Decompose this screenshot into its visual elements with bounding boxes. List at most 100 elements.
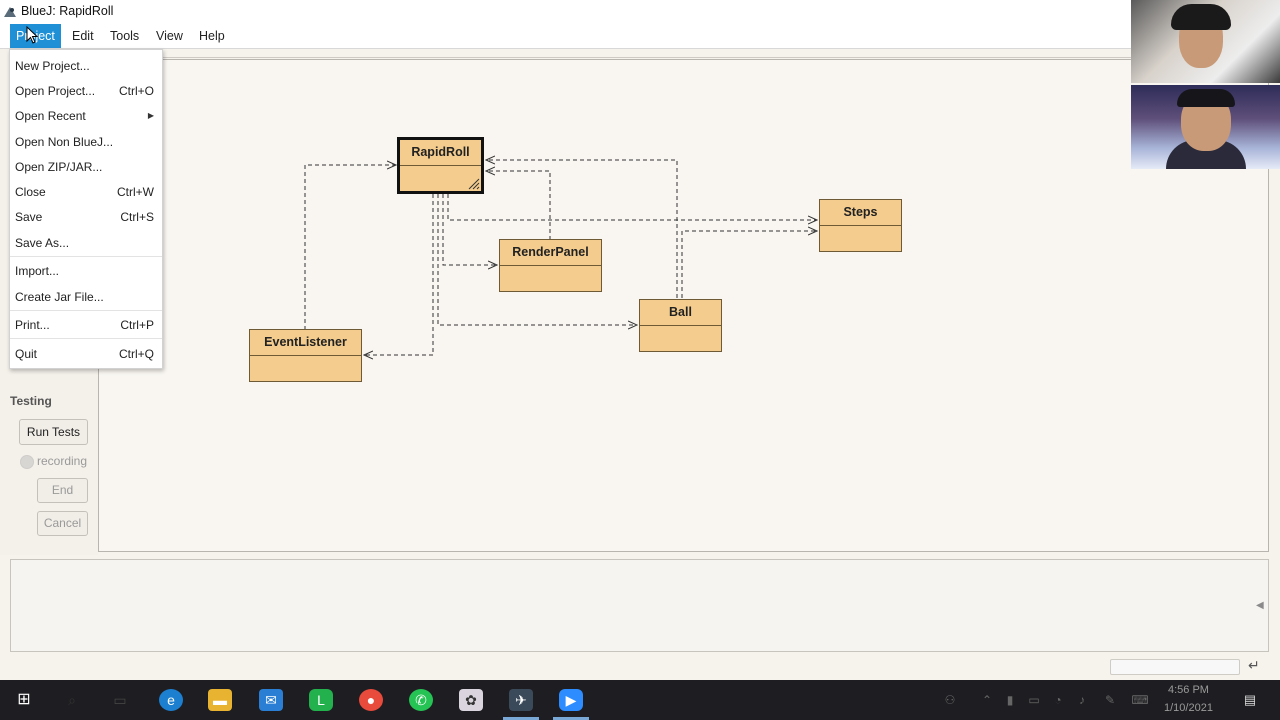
menu-save[interactable]: Save Ctrl+S xyxy=(15,207,158,227)
bluej-app-icon xyxy=(4,7,16,17)
chevron-up-icon[interactable]: ⌃ xyxy=(981,693,993,707)
class-name: EventListener xyxy=(250,330,361,356)
dependency-arrows xyxy=(304,0,1280,560)
end-button[interactable]: End xyxy=(37,478,88,503)
active-app-indicator xyxy=(503,717,539,720)
participant-hair xyxy=(1171,4,1231,30)
class-name: RenderPanel xyxy=(500,240,601,266)
menu-item-label: Open ZIP/JAR... xyxy=(15,160,103,174)
arrow-rapidroll-to-ball xyxy=(437,194,637,325)
menu-item-label: Open Non BlueJ... xyxy=(15,135,114,149)
clock-date[interactable]: 1/10/2021 xyxy=(1164,702,1213,714)
clock-time[interactable]: 4:56 PM xyxy=(1168,684,1209,696)
menu-item-label: Save xyxy=(15,210,43,224)
menu-item-label: Quit xyxy=(15,347,38,361)
menu-item-label: Save As... xyxy=(15,236,70,250)
class-renderpanel[interactable]: RenderPanel xyxy=(499,239,602,292)
menu-shortcut: Ctrl+P xyxy=(120,318,154,332)
menu-item-label: Open Recent xyxy=(15,109,86,123)
class-name: Ball xyxy=(640,300,721,326)
menu-item-label: Close xyxy=(15,185,46,199)
class-steps[interactable]: Steps xyxy=(819,199,902,252)
menu-print[interactable]: Print... Ctrl+P xyxy=(15,315,158,335)
terminal-panel[interactable] xyxy=(10,559,1269,652)
bluej-taskbar-icon[interactable]: ✈ xyxy=(509,689,533,711)
class-ball[interactable]: Ball xyxy=(639,299,722,352)
arrow-renderpanel-to-rapidroll xyxy=(486,171,551,240)
menu-import[interactable]: Import... xyxy=(15,261,158,281)
anime-app-icon[interactable]: ✿ xyxy=(459,689,483,711)
menu-shortcut: Ctrl+Q xyxy=(118,347,154,361)
line-app-icon[interactable]: L xyxy=(309,689,333,711)
menu-open-zip-jar[interactable]: Open ZIP/JAR... xyxy=(15,157,158,177)
arrow-rapidroll-to-renderpanel xyxy=(442,194,497,265)
menu-item-label: Open Project... xyxy=(15,84,96,98)
class-name: Steps xyxy=(820,200,901,226)
status-scrollbar[interactable] xyxy=(1110,659,1240,675)
diagram-top-divider xyxy=(98,57,1270,58)
keyboard-icon[interactable]: ⌨ xyxy=(1131,693,1149,707)
menu-create-jar[interactable]: Create Jar File... xyxy=(15,287,158,307)
menu-save-as[interactable]: Save As... xyxy=(15,233,158,253)
menu-item-label: Print... xyxy=(15,318,50,332)
mouse-cursor-icon xyxy=(26,26,38,44)
menu-close[interactable]: Close Ctrl+W xyxy=(15,182,158,202)
volume-icon[interactable]: ♪ xyxy=(1079,693,1085,707)
search-icon[interactable]: ⌕ xyxy=(68,692,76,708)
menu-open-recent[interactable]: Open Recent ▶ xyxy=(15,106,158,126)
class-name: RapidRoll xyxy=(400,140,481,166)
wrap-arrow-icon[interactable]: ↵ xyxy=(1248,657,1260,673)
webcam-video-1 xyxy=(1131,0,1280,83)
menu-help[interactable]: Help xyxy=(199,29,225,43)
webcam-video-2 xyxy=(1131,85,1280,169)
task-view-icon[interactable]: ▭ xyxy=(113,692,127,708)
arrow-rapidroll-to-steps xyxy=(447,194,817,220)
testing-label: Testing xyxy=(10,394,52,408)
network-icon[interactable]: ▭ xyxy=(1028,693,1040,707)
run-tests-button[interactable]: Run Tests xyxy=(19,419,88,445)
collapse-left-icon[interactable]: ◀ xyxy=(1256,600,1264,611)
menu-separator xyxy=(10,310,162,311)
pen-icon[interactable]: ✎ xyxy=(1104,693,1116,707)
menu-shortcut: Ctrl+W xyxy=(117,185,154,199)
menu-tools[interactable]: Tools xyxy=(110,29,140,43)
menu-item-label: Create Jar File... xyxy=(15,290,104,304)
battery-icon[interactable]: ▮ xyxy=(1006,693,1014,707)
file-explorer-icon[interactable]: ▬ xyxy=(208,689,232,711)
whatsapp-icon[interactable]: ✆ xyxy=(409,689,433,711)
project-menu-dropdown: New Project... Open Project... Ctrl+O Ope… xyxy=(9,49,163,369)
mail-icon[interactable]: ✉ xyxy=(259,689,283,711)
menu-open-project[interactable]: Open Project... Ctrl+O xyxy=(15,81,158,101)
class-rapidroll[interactable]: RapidRoll xyxy=(397,137,484,194)
arrow-ball-to-rapidroll xyxy=(486,160,678,298)
menu-item-label: New Project... xyxy=(15,59,90,73)
menu-new-project[interactable]: New Project... xyxy=(15,56,158,76)
resize-handle-icon[interactable] xyxy=(466,178,480,190)
recording-label: recording xyxy=(37,454,88,468)
menu-edit[interactable]: Edit xyxy=(72,29,94,43)
notification-icon[interactable]: ▤ xyxy=(1243,692,1257,707)
menu-separator xyxy=(10,338,162,339)
edge-browser-icon[interactable]: e xyxy=(159,689,183,711)
menu-shortcut: Ctrl+O xyxy=(118,84,154,98)
menu-separator xyxy=(10,256,162,257)
class-eventlistener[interactable]: EventListener xyxy=(249,329,362,382)
menu-item-label: Import... xyxy=(15,264,60,278)
zoom-app-icon[interactable]: ▶ xyxy=(559,689,583,711)
menu-shortcut: Ctrl+S xyxy=(120,210,154,224)
people-icon[interactable]: ⚇ xyxy=(944,693,956,707)
menu-view[interactable]: View xyxy=(156,29,183,43)
menu-quit[interactable]: Quit Ctrl+Q xyxy=(15,344,158,364)
chrome-icon[interactable]: ● xyxy=(359,689,383,711)
title-bar xyxy=(0,0,1280,24)
windows-start-icon[interactable]: ⊞ xyxy=(17,691,31,708)
menu-open-non-bluej[interactable]: Open Non BlueJ... xyxy=(15,132,158,152)
arrow-eventlistener-to-rapidroll xyxy=(304,165,396,330)
active-app-indicator xyxy=(553,717,589,720)
window-title: BlueJ: RapidRoll xyxy=(21,4,114,18)
arrow-rapidroll-to-eventlistener xyxy=(364,194,434,355)
recording-indicator-icon xyxy=(20,455,34,469)
cancel-button[interactable]: Cancel xyxy=(37,511,88,536)
wifi-icon[interactable]: ◔ xyxy=(1054,693,1062,707)
submenu-arrow-icon: ▶ xyxy=(147,111,154,120)
